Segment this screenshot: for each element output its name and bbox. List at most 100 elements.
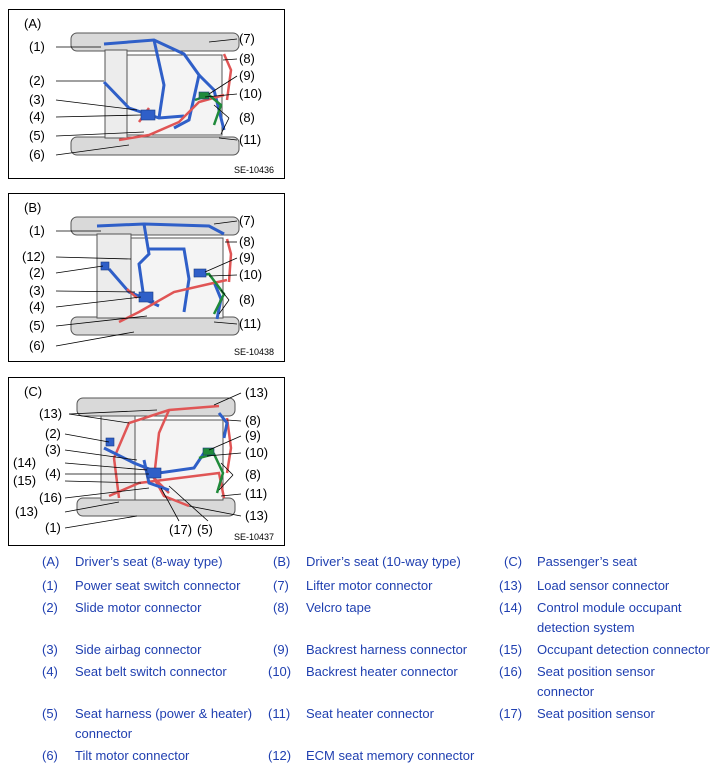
callout-13: (13)	[39, 406, 62, 421]
seat-harness-diagram-c: (C) (13) (2) (3) (14) (4) (15) (16) (13)…	[13, 384, 274, 542]
legend-num: (10)	[268, 664, 292, 679]
leader-lines	[55, 38, 238, 156]
legend-num: (6)	[42, 748, 58, 763]
legend-text: Control module occupant detection system	[537, 600, 682, 635]
legend-text: Passenger’s seat	[537, 554, 637, 569]
figure-code: SE-10436	[234, 165, 274, 175]
callout-17: (17)	[169, 522, 192, 537]
diagram-panel-b: (B) (1) (12) (2) (3) (4) (5) (6) (7) (8)…	[8, 193, 285, 362]
legend-text: Backrest heater connector	[306, 664, 458, 679]
diagram-panel-a: (A) (1) (2) (3) (4) (5) (6) (7) (8) (9) …	[8, 9, 285, 179]
connectors	[105, 437, 215, 479]
callout-10: (10)	[245, 445, 268, 460]
legend-text: Seat belt switch connector	[75, 664, 227, 679]
legend-text: Occupant detection connector	[537, 642, 710, 657]
leader-lines	[55, 220, 238, 347]
callout-6: (6)	[29, 338, 45, 353]
legend-text: Slide motor connector	[75, 600, 202, 615]
seat-frame	[70, 216, 240, 336]
callout-5: (5)	[29, 128, 45, 143]
legend: (A) Driver’s seat (8-way type) (1) Power…	[0, 550, 727, 772]
callout-8: (8)	[239, 292, 255, 307]
callout-14: (14)	[13, 455, 36, 470]
callout-10: (10)	[239, 86, 262, 101]
harness-blue	[102, 38, 226, 131]
legend-text: Lifter motor connector	[306, 578, 433, 593]
callout-5: (5)	[29, 318, 45, 333]
leader-lines	[64, 392, 242, 529]
callout-11: (11)	[239, 132, 261, 147]
callout-8: (8)	[245, 467, 261, 482]
callout-12: (12)	[22, 249, 45, 264]
seat-harness-diagram-b: (B) (1) (12) (2) (3) (4) (5) (6) (7) (8)…	[22, 200, 274, 357]
legend-text: Seat heater connector	[306, 706, 434, 721]
callout-7: (7)	[239, 31, 255, 46]
legend-text: Load sensor connector	[537, 578, 670, 593]
callout-9: (9)	[239, 250, 255, 265]
callout-2: (2)	[29, 265, 45, 280]
legend-num: (14)	[499, 600, 523, 615]
callout-6: (6)	[29, 147, 45, 162]
legend-num: (1)	[42, 578, 58, 593]
callout-15: (15)	[13, 473, 36, 488]
panel-tag: (B)	[24, 200, 41, 215]
legend-num: (16)	[499, 664, 523, 679]
legend-num: (13)	[499, 578, 523, 593]
callout-13: (13)	[245, 508, 268, 523]
legend-num: (12)	[268, 748, 292, 763]
figure-code: SE-10437	[234, 532, 274, 542]
callout-11: (11)	[239, 316, 261, 331]
callout-13: (13)	[245, 385, 268, 400]
panel-tag: (C)	[24, 384, 42, 399]
legend-num: (C)	[504, 554, 523, 569]
callout-2: (2)	[29, 73, 45, 88]
callout-16: (16)	[39, 490, 62, 505]
callout-10: (10)	[239, 267, 262, 282]
legend-num: (8)	[273, 600, 289, 615]
callout-9: (9)	[239, 68, 255, 83]
legend-text: ECM seat memory connector	[306, 748, 475, 763]
callout-3: (3)	[29, 283, 45, 298]
legend-num: (A)	[42, 554, 60, 569]
callout-7: (7)	[239, 213, 255, 228]
legend-text: Seat harness (power & heater) connector	[75, 706, 253, 741]
panel-tag: (A)	[24, 16, 41, 31]
legend-text: Power seat switch connector	[75, 578, 241, 593]
legend-num: (2)	[42, 600, 58, 615]
callout-2: (2)	[45, 426, 61, 441]
legend-num: (7)	[273, 578, 289, 593]
legend-text: Backrest harness connector	[306, 642, 468, 657]
callout-11: (11)	[245, 486, 267, 501]
legend-num: (3)	[42, 642, 58, 657]
callout-3: (3)	[29, 92, 45, 107]
callout-9: (9)	[245, 428, 261, 443]
callout-8: (8)	[245, 413, 261, 428]
seat-harness-diagram-a: (A) (1) (2) (3) (4) (5) (6) (7) (8) (9) …	[24, 16, 274, 175]
callout-8: (8)	[239, 51, 255, 66]
legend-text: Tilt motor connector	[75, 748, 190, 763]
legend-num: (B)	[273, 554, 291, 569]
callout-5: (5)	[197, 522, 213, 537]
legend-text: Seat position sensor connector	[537, 664, 655, 699]
callout-4: (4)	[29, 109, 45, 124]
legend-num: (4)	[42, 664, 58, 679]
legend-text: Driver’s seat (10-way type)	[306, 554, 461, 569]
diagram-panel-c: (C) (13) (2) (3) (14) (4) (15) (16) (13)…	[8, 377, 285, 546]
callout-3: (3)	[45, 442, 61, 457]
harness-green	[198, 452, 225, 494]
legend-text: Driver’s seat (8-way type)	[75, 554, 223, 569]
callout-4: (4)	[29, 299, 45, 314]
callout-8: (8)	[239, 110, 255, 125]
callout-1: (1)	[29, 223, 45, 238]
figure-code: SE-10438	[234, 347, 274, 357]
legend-text: Seat position sensor	[537, 706, 655, 721]
callout-13: (13)	[15, 504, 38, 519]
legend-num: (9)	[273, 642, 289, 657]
legend-text: Side airbag connector	[75, 642, 202, 657]
legend-num: (15)	[499, 642, 523, 657]
legend-num: (11)	[268, 706, 291, 721]
legend-num: (5)	[42, 706, 58, 721]
callout-1: (1)	[45, 520, 61, 535]
legend-text: Velcro tape	[306, 600, 372, 615]
legend-num: (17)	[499, 706, 523, 721]
